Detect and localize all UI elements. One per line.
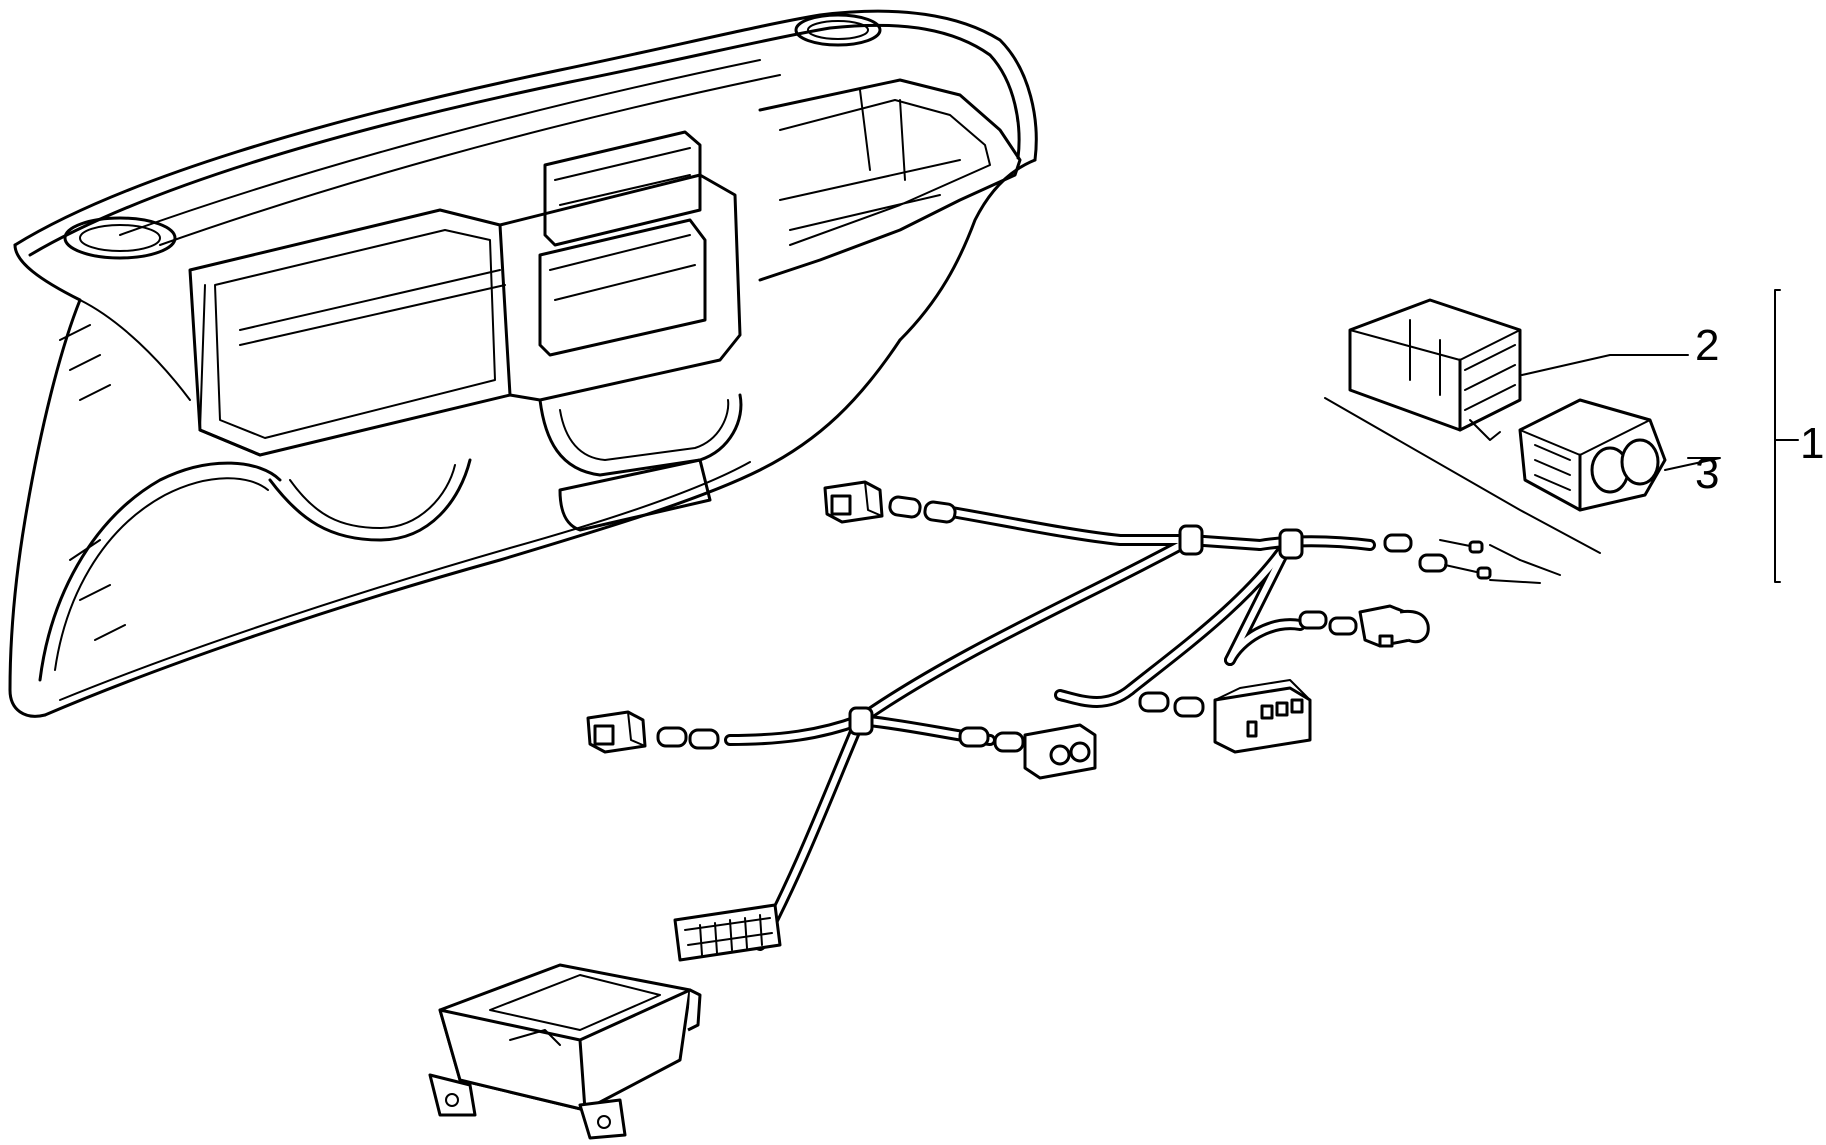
connector-mid-left <box>586 710 647 754</box>
connector-pins-end <box>1439 539 1492 580</box>
connector-set-leaders <box>1324 397 1601 584</box>
connector-plug-right <box>1358 604 1430 648</box>
wiring-harness <box>656 495 1448 951</box>
dashboard-frame <box>8 9 1038 718</box>
callout-leaders <box>1521 289 1799 583</box>
connector-top-left <box>823 480 884 524</box>
connector-round-pins <box>1023 723 1097 780</box>
callout-label-2: 2 <box>1695 321 1719 370</box>
connector-three-window <box>1213 679 1312 754</box>
callout-labels: 2 3 1 <box>1695 321 1824 498</box>
connector-housing-double <box>1518 398 1667 512</box>
callout-label-3: 3 <box>1695 449 1719 498</box>
airbag-control-unit <box>428 963 702 1140</box>
connector-housing-large <box>1348 298 1522 441</box>
connector-multi-pin <box>673 903 782 962</box>
callout-label-1: 1 <box>1800 419 1824 468</box>
